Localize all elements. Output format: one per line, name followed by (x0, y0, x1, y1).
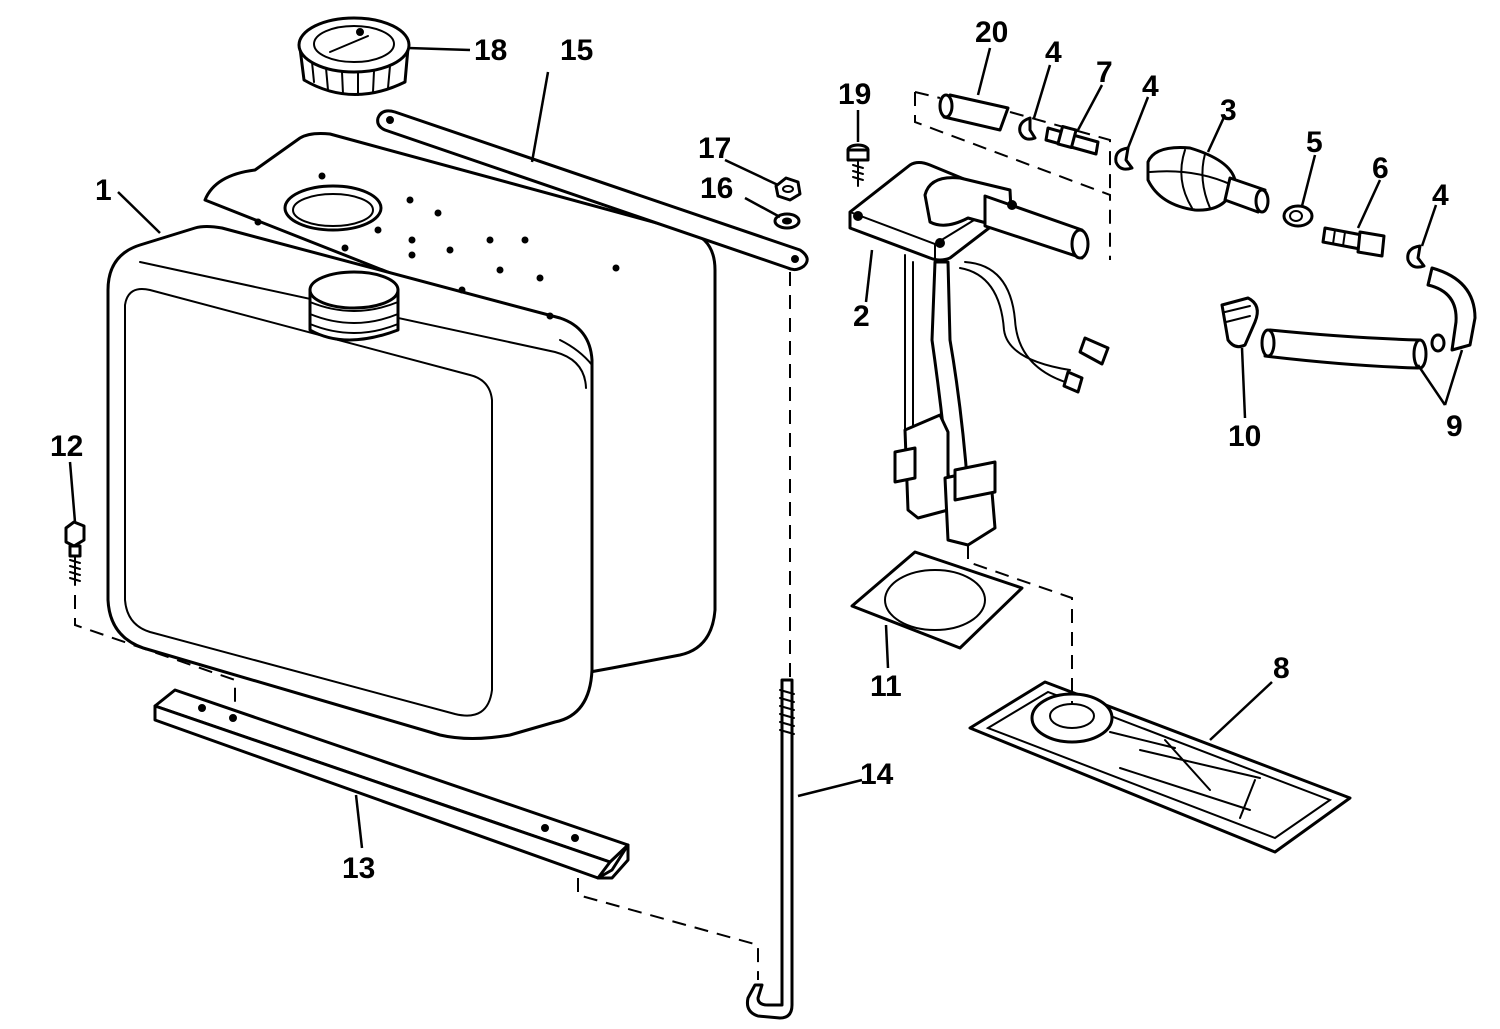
hose-9-lower (1263, 328, 1422, 370)
clip-10 (1220, 296, 1259, 349)
tray-8 (968, 680, 1352, 854)
callout-4c: 4 (1432, 179, 1449, 212)
tray-inner (985, 690, 1333, 840)
cap-gauge-pivot (356, 28, 364, 36)
neck-thread-3 (309, 323, 399, 334)
hose-9 (1426, 266, 1477, 352)
callout-1: 1 (95, 174, 112, 207)
callout-4a: 4 (1045, 36, 1062, 69)
strap-15-hole-a (386, 116, 394, 124)
hose-9-end-b (1412, 338, 1428, 370)
screw-19 (846, 143, 870, 187)
hose-9-end-a (1260, 328, 1276, 358)
cap-gauge-needle (329, 35, 369, 53)
bracket-13-end (596, 843, 630, 880)
pickup-screw-a (853, 211, 863, 221)
tank-top-edge (139, 261, 587, 389)
tray-hub (1030, 692, 1114, 744)
callout-5: 5 (1306, 126, 1323, 159)
tank-top-opening-rim (292, 193, 374, 227)
cap-gauge (313, 25, 395, 63)
callout-8: 8 (1273, 652, 1290, 685)
tray-ribs (1109, 731, 1261, 819)
pickup-screw-c (1007, 200, 1017, 210)
callout-14: 14 (860, 758, 894, 791)
callout-16: 16 (700, 172, 733, 205)
gasket-11 (850, 550, 1024, 650)
tank-neck-opening (308, 270, 400, 310)
callout-9: 9 (1446, 410, 1463, 443)
clamp-4a (1018, 116, 1037, 141)
callout-6: 6 (1372, 152, 1389, 185)
fuel-pickup-assembly (848, 161, 1110, 547)
callout-3: 3 (1220, 94, 1237, 127)
callout-10: 10 (1228, 420, 1261, 453)
leader-lines (68, 46, 1464, 849)
washer-16-bore (782, 217, 792, 225)
callout-19: 19 (838, 78, 871, 111)
strap-15 (376, 109, 809, 272)
neck-thread-2 (309, 313, 399, 324)
tank-top-holes (254, 172, 620, 320)
neck-thread-1 (309, 301, 399, 312)
callout-13: 13 (342, 852, 375, 885)
pickup-screw-b (935, 238, 945, 248)
clamp-4c (1406, 244, 1426, 269)
bracket-13-flange (153, 704, 612, 880)
primer-bulb-3 (1146, 146, 1270, 214)
gasket-11-opening (884, 569, 986, 631)
callout-17: 17 (698, 132, 731, 165)
clamp-5 (1282, 204, 1314, 228)
nut-17 (774, 176, 802, 202)
float-rod (904, 254, 914, 441)
sender-wire-b (959, 267, 1071, 371)
tank-front-section (106, 225, 594, 740)
sender-terminal-a (1078, 336, 1110, 366)
strainer-clamp (953, 460, 997, 502)
rod-14 (746, 678, 795, 1020)
clamp-4b (1114, 146, 1134, 171)
screw-12 (64, 520, 86, 586)
callout-4b: 4 (1142, 70, 1159, 103)
sender-terminal-b (1062, 370, 1084, 394)
assembly-lines (74, 91, 1111, 980)
strap-15-hole-b (791, 255, 799, 263)
connector-6 (1321, 226, 1386, 258)
callout-18: 18 (474, 34, 507, 67)
callout-11: 11 (870, 670, 902, 703)
nut-17-bore (782, 185, 794, 193)
callout-7: 7 (1096, 56, 1113, 89)
bracket-13 (153, 688, 630, 880)
fuel-cap (297, 16, 411, 96)
tank-front-panel (124, 288, 493, 717)
tank-top-opening (283, 184, 383, 232)
float-clip (893, 446, 917, 484)
sleeve-20 (938, 93, 1010, 132)
cap-grip-ridges (311, 61, 391, 96)
tank-seam (559, 339, 593, 366)
callout-20: 20 (975, 16, 1008, 49)
callout-2: 2 (853, 300, 870, 333)
fuel-tank (106, 132, 717, 740)
callouts: 1 2 3 4 4 4 5 6 7 8 9 10 11 12 13 14 15 … (50, 16, 1463, 885)
fitting-7 (1044, 124, 1100, 156)
sender-wire-a (964, 261, 1076, 386)
hose-9-end-c (1430, 333, 1446, 353)
callout-15: 15 (560, 34, 593, 67)
callout-12: 12 (50, 430, 83, 463)
pickup-outlet-end (1070, 228, 1090, 260)
